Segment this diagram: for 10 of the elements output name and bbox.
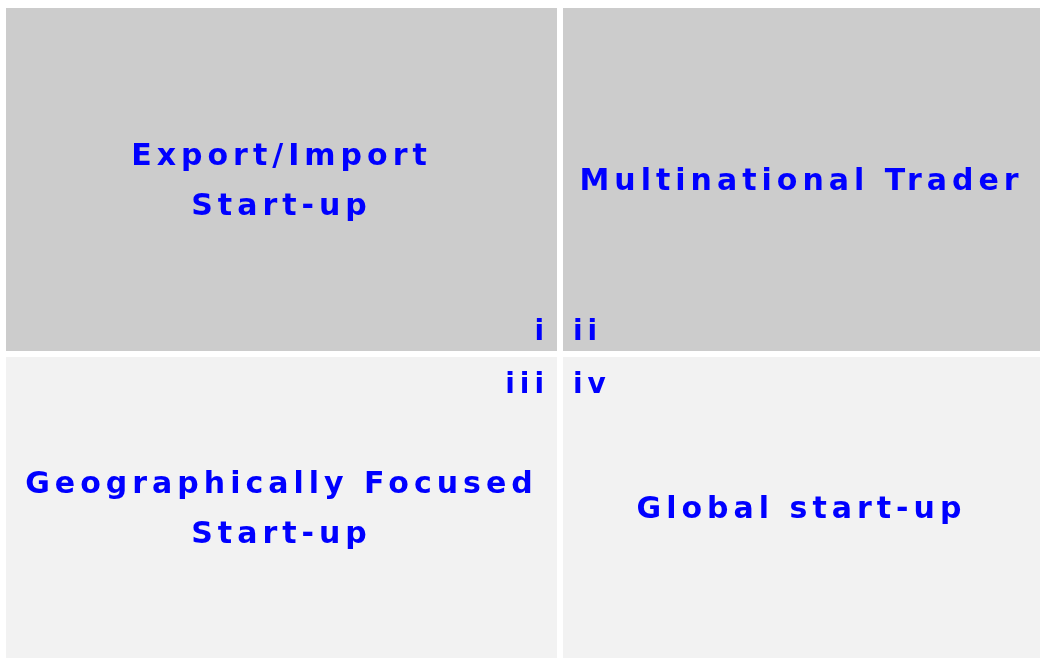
quadrant-number: i — [534, 314, 549, 347]
quadrant-number: iii — [505, 367, 549, 400]
quadrant-title: Export/Import Start-up — [130, 135, 433, 224]
quadrant-number: iv — [573, 367, 611, 400]
quadrant-title: Geographically Focused Start-up — [24, 463, 539, 552]
quadrant-number: ii — [573, 314, 603, 347]
quadrant-panel — [563, 8, 1040, 351]
quadrant-title: Multinational Trader — [578, 160, 1025, 199]
quadrant-title: Global start-up — [635, 488, 968, 527]
quadrant-panel — [6, 8, 557, 351]
